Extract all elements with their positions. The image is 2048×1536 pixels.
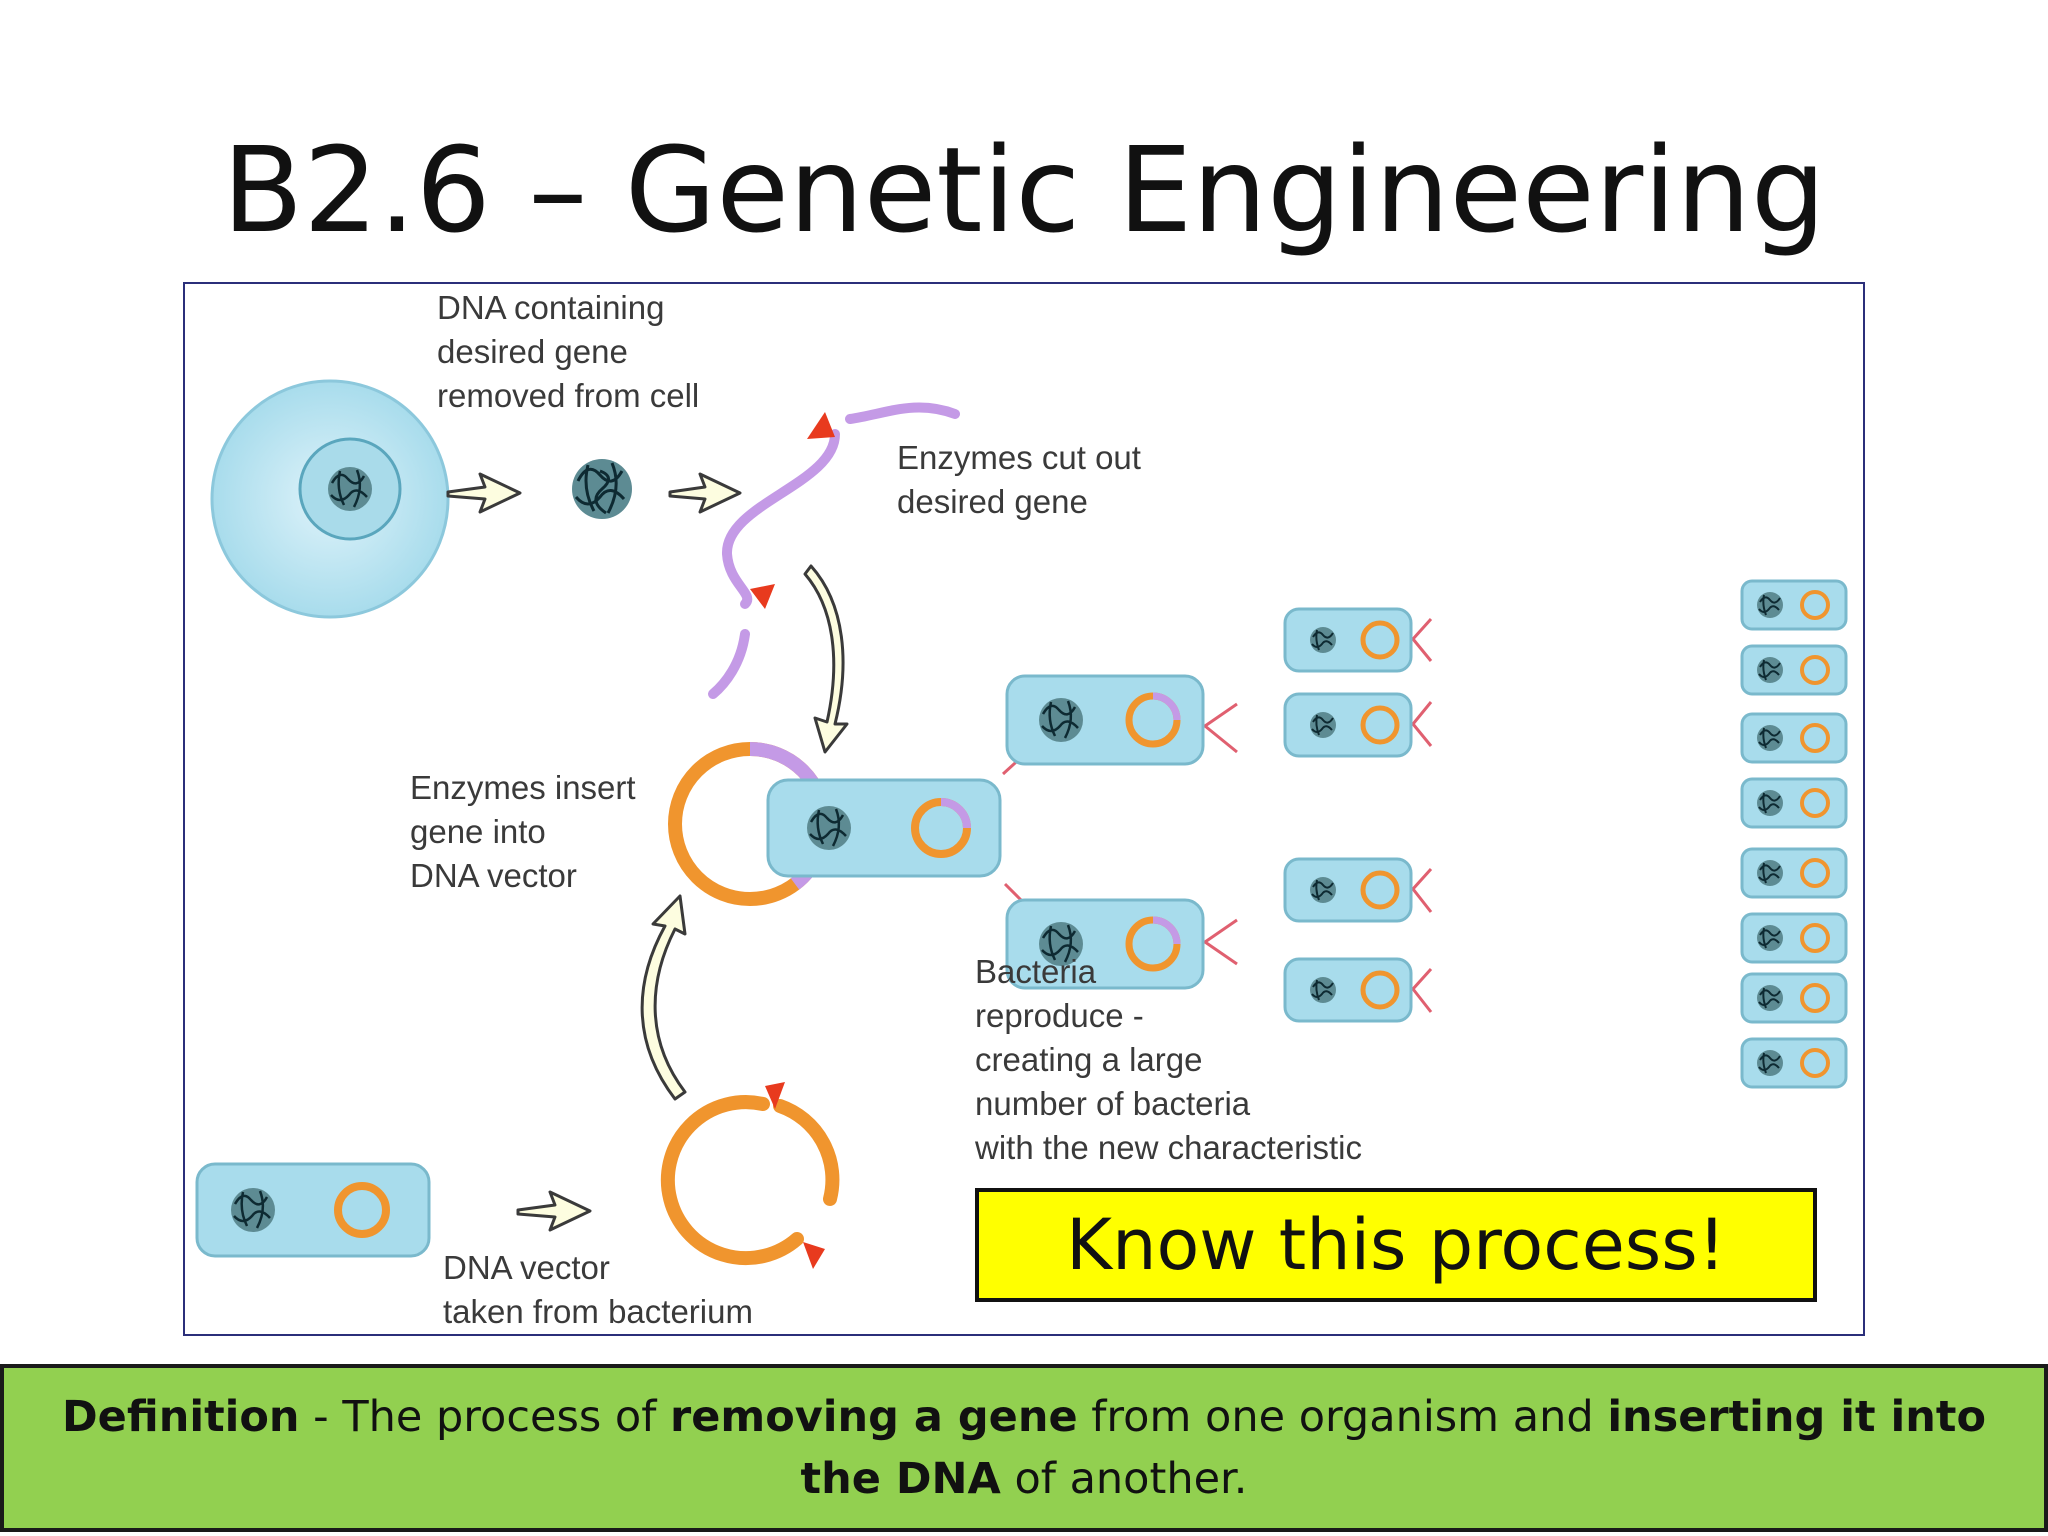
diagram-artwork	[195, 379, 1848, 1269]
know-process-callout: Know this process!	[975, 1188, 1817, 1302]
bacteria-generation-3	[1740, 579, 1848, 1089]
definition-mid: from one organism and	[1077, 1392, 1608, 1442]
transformed-bacterium	[766, 778, 1002, 878]
source-bacterium	[195, 1162, 431, 1258]
division-lines	[1001, 617, 1433, 1013]
label-bacteria-reproduce: Bacteria reproduce - creating a large nu…	[975, 953, 1362, 1166]
definition-term: Definition	[61, 1392, 300, 1442]
definition-end: of another.	[1000, 1454, 1248, 1504]
definition-bold-1: removing a gene	[670, 1392, 1078, 1442]
open-vector-plasmid	[660, 1082, 840, 1269]
label-enzymes-cut: Enzymes cut out desired gene	[897, 439, 1141, 520]
dna-tangle	[570, 457, 634, 521]
slide-title: B2.6 – Genetic Engineering	[222, 121, 1826, 259]
cut-gene-strand	[708, 402, 960, 699]
bacteria-generation-1	[1005, 674, 1205, 990]
callout-text: Know this process!	[1066, 1204, 1726, 1286]
bacteria-generation-2	[1283, 607, 1413, 1023]
definition-sep: - The process of	[299, 1392, 671, 1442]
donor-cell	[210, 379, 450, 619]
label-enzymes-insert: Enzymes insert gene into DNA vector	[410, 769, 636, 894]
label-dna-removed: DNA containing desired gene removed from…	[437, 289, 700, 414]
definition-bold-2: inserting it into the DNA	[800, 1392, 1986, 1504]
definition-bar: Definition - The process of removing a g…	[0, 1364, 2048, 1532]
genetic-engineering-diagram: DNA containing desired gene removed from…	[183, 282, 1865, 1336]
definition-text: Definition - The process of removing a g…	[34, 1386, 2014, 1510]
label-dna-vector-taken: DNA vector taken from bacterium	[443, 1249, 753, 1330]
